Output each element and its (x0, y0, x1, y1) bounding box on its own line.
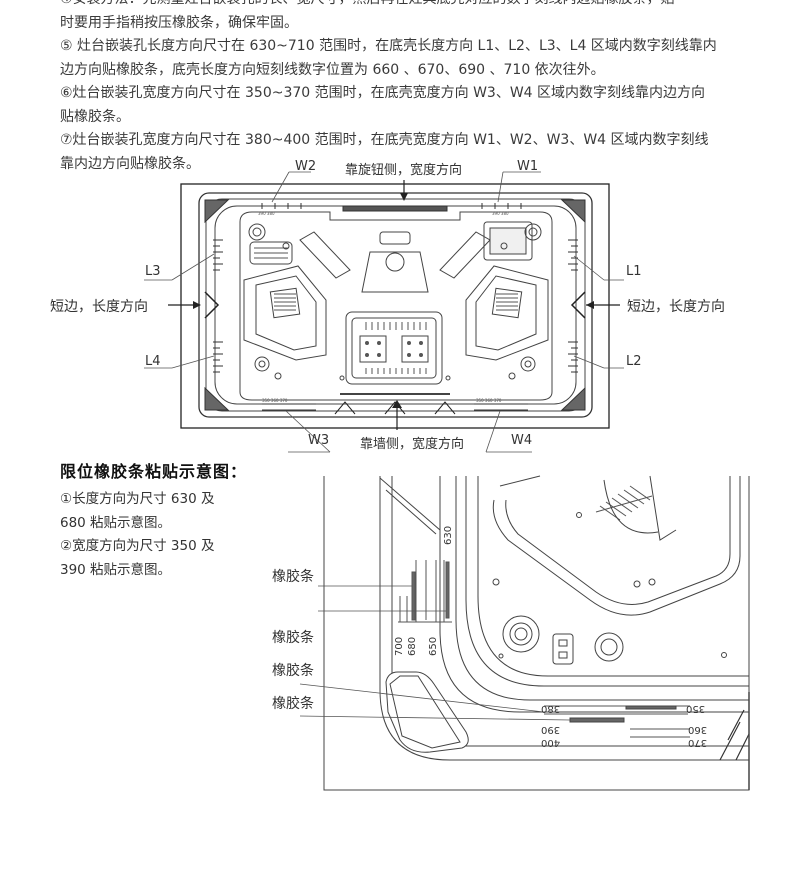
note-line: 680 粘贴示意图。 (60, 514, 172, 531)
label-right-side: 短边，长度方向 (627, 299, 725, 315)
notes: ①长度方向为尺寸 630 及 680 粘贴示意图。 ②宽度方向为尺寸 350 及… (60, 488, 250, 582)
instruction-line: ⑦灶台嵌装孔宽度方向尺寸在 380~400 范围时，在底壳宽度方向 W1、W2、… (60, 132, 709, 148)
svg-text:350 360 370: 350 360 370 (476, 398, 502, 403)
label-w2: W2 (295, 159, 317, 174)
instruction-text: ④安装方法：先测量灶台嵌装孔的长、宽尺寸，然后再在灶具底壳对应的数字刻线内边贴橡… (60, 0, 760, 176)
instruction-line: 贴橡胶条。 (60, 108, 130, 125)
scale-360: 360 (688, 724, 708, 735)
label-rubber-strip: 橡胶条 (272, 696, 314, 712)
scale-630: 630 (443, 525, 454, 545)
detail-view (299, 475, 750, 791)
label-l3: L3 (145, 264, 161, 279)
scale-700: 700 (394, 636, 405, 656)
label-l1: L1 (626, 264, 642, 279)
label-rubber-strip: 橡胶条 (272, 569, 314, 585)
label-left-side: 短边，长度方向 (50, 299, 148, 315)
label-top-side: 靠旋钮侧，宽度方向 (345, 163, 463, 178)
label-rubber-strip: 橡胶条 (272, 663, 314, 679)
section-title: 限位橡胶条粘贴示意图： (60, 462, 248, 481)
label-bottom-side: 靠墙侧，宽度方向 (360, 437, 465, 452)
note-line: ②宽度方向为尺寸 350 及 (60, 538, 215, 554)
center-control-box (345, 311, 443, 385)
svg-text:390 380: 390 380 (492, 211, 509, 216)
note-line: 390 粘贴示意图。 (60, 561, 172, 578)
instruction-line: ⑤ 灶台嵌装孔长度方向尺寸在 630~710 范围时，在底壳长度方向 L1、L2… (60, 38, 717, 54)
instruction-line: 边方向贴橡胶条，底壳长度方向短刻线数字位置为 660 、670、690 、710… (60, 61, 605, 78)
label-l2: L2 (626, 354, 642, 369)
label-w3: W3 (308, 433, 330, 448)
countertop-outline (180, 183, 610, 429)
scale-400: 400 (541, 737, 561, 748)
label-rubber-strip: 橡胶条 (272, 630, 314, 646)
scale-350: 350 (686, 703, 706, 714)
instruction-line: 靠内边方向贴橡胶条。 (60, 155, 200, 172)
stove-bottom-shell (198, 192, 593, 418)
scale-390: 390 (541, 724, 561, 735)
svg-text:390 380: 390 380 (258, 211, 275, 216)
svg-text:350 360 370: 350 360 370 (262, 398, 288, 403)
scale-650: 650 (428, 636, 439, 656)
note-line: ①长度方向为尺寸 630 及 (60, 491, 215, 507)
label-l4: L4 (145, 354, 161, 369)
scale-680: 680 (407, 636, 418, 656)
instruction-line: 时要用手指稍按压橡胶条，确保牢固。 (60, 14, 298, 31)
instruction-line: ⑥灶台嵌装孔宽度方向尺寸在 350~370 范围时，在底壳宽度方向 W3、W4 … (60, 85, 706, 101)
label-w1: W1 (517, 159, 539, 174)
scale-380: 380 (541, 703, 561, 714)
instruction-line: ④安装方法：先测量灶台嵌装孔的长、宽尺寸，然后再在灶具底壳对应的数字刻线内边贴橡… (60, 0, 760, 12)
scale-370: 370 (688, 737, 708, 748)
label-w4: W4 (511, 433, 533, 448)
